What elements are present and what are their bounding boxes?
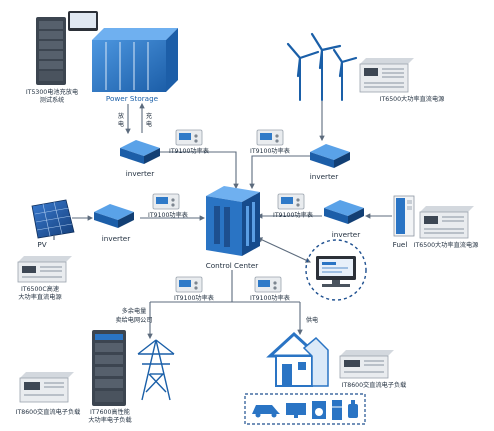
charge-label-1: 充 (146, 112, 152, 120)
inverter-top-right (310, 144, 350, 168)
power-tower-icon (137, 339, 175, 401)
it9100-meter-2 (256, 129, 284, 146)
it9100-label-1: IT9100功率表 (169, 147, 209, 155)
control-center-icon (206, 186, 260, 256)
connectors (72, 98, 392, 340)
inverter-mid-left-label: inverter (102, 234, 130, 243)
inverter-mid-right-label: inverter (332, 230, 360, 239)
it9100-meter-5 (175, 276, 203, 293)
it9100-label-2: IT9100功率表 (250, 147, 290, 155)
grid-label-line2: 卖给电网公司 (115, 316, 152, 324)
it6500c-label-line2: 大功率直流电源 (18, 293, 61, 301)
it6500-top-label: IT6500大功率直流电源 (380, 95, 445, 103)
it5300-battery-tester (36, 11, 98, 85)
it8600-load-right (339, 350, 394, 379)
it9100-meter-4 (277, 193, 305, 210)
inverter-top-right-label: inverter (310, 172, 338, 181)
power-supply-label: 供电 (306, 316, 318, 324)
pv-label: PV (37, 240, 46, 249)
appliances-box (244, 393, 366, 425)
it8600-right-label: IT8600交直流电子负载 (342, 381, 407, 389)
inverter-top-left (120, 140, 160, 164)
grid-label-line1: 多余电量 (122, 307, 147, 315)
power-storage-icon (92, 28, 178, 92)
inverter-mid-right (324, 200, 364, 224)
it5300-label-line1: IT5300电池充放电 (26, 88, 78, 96)
electric-car-icon (252, 405, 280, 418)
it8600-left-label: IT8600交直流电子负载 (16, 408, 81, 416)
it9100-meter-6 (254, 276, 282, 293)
fuel-label: Fuel (393, 240, 408, 249)
it5300-label-line2: 测试系统 (40, 96, 65, 104)
fuel-cell-icon (393, 195, 415, 237)
it9100-meter-3 (152, 193, 180, 210)
it9100-label-3: IT9100功率表 (148, 211, 188, 219)
it6500c-supply (17, 256, 72, 283)
it9100-label-5: IT9100功率表 (174, 294, 214, 302)
tv-icon (286, 403, 306, 418)
wind-turbine-icon (286, 32, 358, 101)
it9100-label-4: IT9100功率表 (273, 211, 313, 219)
inverter-mid-left (94, 204, 134, 228)
it9100-label-6: IT9100功率表 (250, 294, 290, 302)
it6500c-label-line1: IT6500C高速 (21, 285, 59, 293)
monitor-icon (305, 239, 367, 301)
discharge-label-1: 放 (118, 112, 124, 120)
control-center-label: Control Center (206, 261, 259, 270)
power-storage-label: Power Storage (106, 94, 159, 103)
charge-label-2: 电 (146, 120, 152, 128)
it6500-fuel-label: IT6500大功率直流电源 (414, 241, 479, 249)
house-icon (266, 331, 329, 387)
it6500-supply-top (359, 58, 414, 93)
inverter-top-left-label: inverter (126, 169, 154, 178)
it9100-meter-1 (175, 129, 203, 146)
washing-machine-icon (312, 401, 326, 419)
it7600-label-line2: 大功率电子负载 (88, 416, 131, 424)
it6500-supply-fuel (419, 206, 474, 239)
fridge-icon (332, 400, 342, 420)
discharge-label-2: 电 (118, 120, 124, 128)
it8600-load-left (19, 372, 74, 403)
solar-panel-icon (31, 199, 75, 240)
appliance-icon (348, 400, 358, 418)
it7600-label-line1: IT7600高性能 (90, 408, 130, 416)
it7600-load-rack (92, 330, 126, 406)
